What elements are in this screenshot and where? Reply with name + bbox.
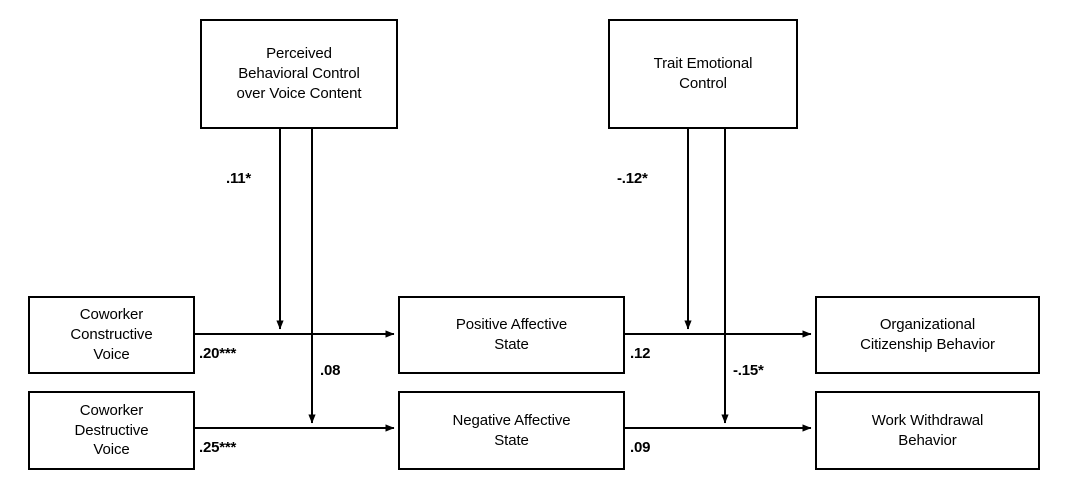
path-label-tec-wwb: -.15* xyxy=(733,362,764,379)
path-label-pbc-constructive: .11* xyxy=(226,170,252,187)
path-label-ccv-pas: .20*** xyxy=(199,345,237,362)
path-label-pbc-destructive: .08 xyxy=(320,362,341,379)
path-label-tec-ocb: -.12* xyxy=(617,170,648,187)
path-label-cdv-nas: .25*** xyxy=(199,439,237,456)
path-label-pas-ocb: .12 xyxy=(630,345,651,362)
path-label-nas-wwb: .09 xyxy=(630,439,651,456)
